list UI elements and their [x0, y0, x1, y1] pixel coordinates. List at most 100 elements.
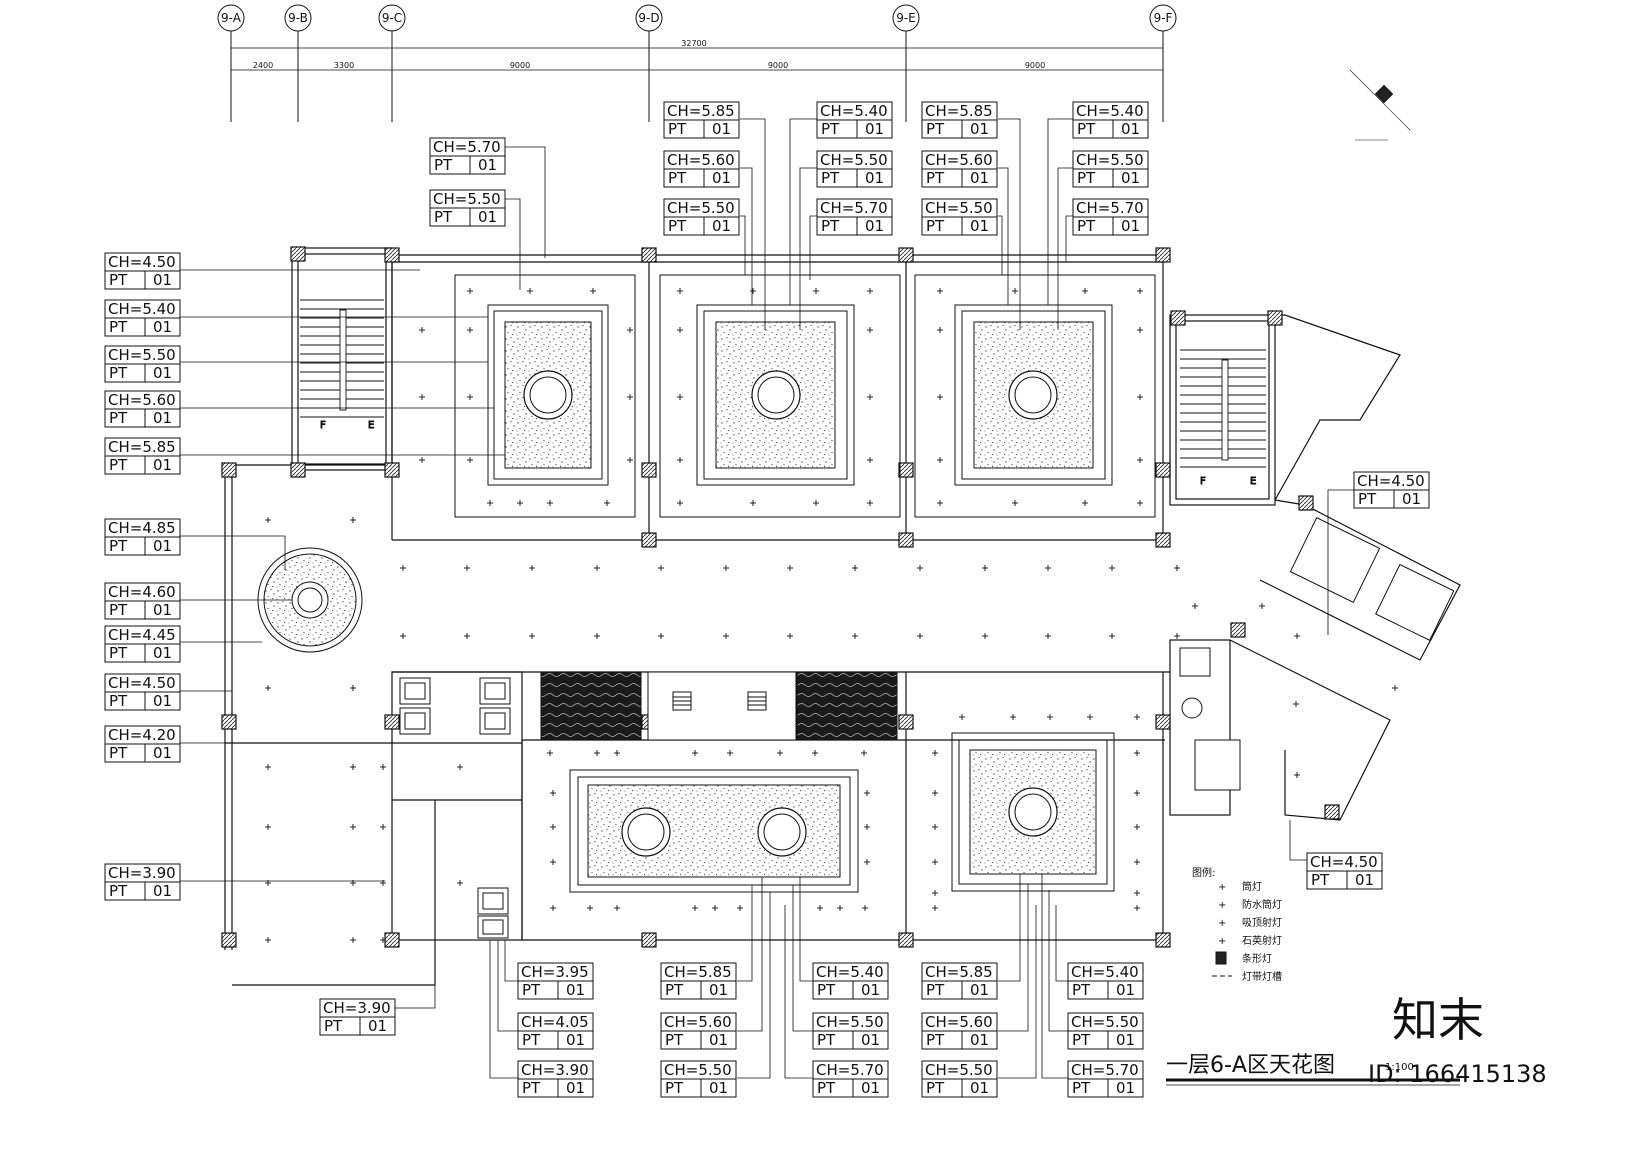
svg-text:9-F: 9-F: [1154, 11, 1173, 25]
ceiling-height-value: CH=5.40: [1071, 963, 1139, 981]
ceiling-feature-top-1: [454, 274, 636, 518]
paint-code-label: PT: [109, 692, 128, 710]
ceiling-height-value: CH=3.90: [323, 999, 391, 1017]
paint-code-value: 01: [153, 456, 172, 474]
ceiling-height-value: CH=4.50: [1310, 853, 1378, 871]
ceiling-feature-top-3: [914, 274, 1156, 518]
paint-code-value: 01: [153, 318, 172, 336]
leader-line: [740, 118, 766, 330]
axis-bubble-9f: 9-F: [1149, 4, 1177, 32]
paint-code-label: PT: [109, 318, 128, 336]
legend-label: 石英射灯: [1242, 934, 1282, 947]
ceiling-height-value: CH=5.40: [816, 963, 884, 981]
ceiling-height-value: CH=5.40: [820, 102, 888, 120]
column: [1155, 462, 1171, 478]
ceiling-height-value: CH=5.60: [925, 1013, 993, 1031]
ceiling-height-value: CH=5.85: [664, 963, 732, 981]
leader-line: [395, 985, 436, 1009]
leader-line: [1047, 118, 1073, 305]
leader-line: [1041, 874, 1068, 1079]
leader-line: [799, 877, 813, 982]
ceiling-height-value: CH=5.50: [816, 1013, 884, 1031]
leader-line: [1055, 905, 1068, 982]
paint-code-value: 01: [865, 169, 884, 187]
watermark-logo: 知末: [1392, 993, 1484, 1047]
paint-code-label: PT: [1077, 120, 1096, 138]
column: [1298, 495, 1314, 511]
ceiling-height-value: CH=5.60: [108, 391, 176, 409]
downlight-icon: +: [1218, 900, 1226, 911]
downlight-icon: +: [1218, 936, 1226, 947]
paint-code-label: PT: [821, 120, 840, 138]
leader-line: [1065, 215, 1073, 262]
paint-code-value: 01: [1116, 1079, 1135, 1097]
paint-code-label: PT: [926, 1079, 945, 1097]
leader-lines: [180, 118, 1354, 1079]
ceiling-height-value: CH=4.50: [108, 253, 176, 271]
leader-line: [792, 885, 813, 1032]
column: [641, 932, 657, 948]
leader-line: [1057, 167, 1073, 330]
legend-item: +防水筒灯: [1218, 898, 1282, 911]
dimension-total: 32700: [681, 39, 706, 48]
leader-line: [737, 877, 763, 1032]
paint-code-label: PT: [109, 644, 128, 662]
ceiling-height-value: CH=5.70: [820, 199, 888, 217]
ceiling-height-value: CH=5.85: [925, 102, 993, 120]
paint-code-value: 01: [712, 169, 731, 187]
paint-code-label: PT: [109, 409, 128, 427]
column: [290, 462, 306, 478]
legend-item: 灯带灯槽: [1212, 970, 1282, 983]
svg-text:9-D: 9-D: [638, 11, 659, 25]
column: [898, 462, 914, 478]
paint-code-value: 01: [861, 981, 880, 999]
paint-code-value: 01: [478, 156, 497, 174]
svg-text:F: F: [320, 420, 326, 431]
paint-code-label: PT: [434, 156, 453, 174]
ceiling-height-value: CH=5.50: [108, 346, 176, 364]
ceiling-height-value: CH=5.50: [820, 151, 888, 169]
column: [898, 714, 914, 730]
leader-line: [505, 146, 546, 258]
dimension-segment-2: 3300: [334, 61, 354, 70]
paint-code-value: 01: [153, 364, 172, 382]
leader-line: [799, 167, 817, 330]
leader-line: [504, 940, 518, 982]
column: [641, 532, 657, 548]
paint-code-label: PT: [522, 1031, 541, 1049]
svg-text:9-B: 9-B: [288, 11, 308, 25]
ceiling-height-value: CH=5.50: [433, 190, 501, 208]
drawing-title-text: 一层6-A区天花图: [1166, 1053, 1335, 1078]
paint-code-label: PT: [665, 1079, 684, 1097]
ceiling-height-value: CH=5.60: [667, 151, 735, 169]
structural-columns: [221, 246, 1340, 948]
watermark: 知末 ID: 166415138: [1368, 993, 1547, 1088]
paint-code-value: 01: [970, 1079, 989, 1097]
paint-code-label: PT: [1072, 1031, 1091, 1049]
leader-line: [180, 535, 286, 570]
paint-code-value: 01: [1121, 120, 1140, 138]
paint-code-value: 01: [153, 644, 172, 662]
paint-code-value: 01: [153, 882, 172, 900]
paint-code-label: PT: [434, 208, 453, 226]
paint-code-value: 01: [712, 120, 731, 138]
paint-code-value: 01: [153, 537, 172, 555]
